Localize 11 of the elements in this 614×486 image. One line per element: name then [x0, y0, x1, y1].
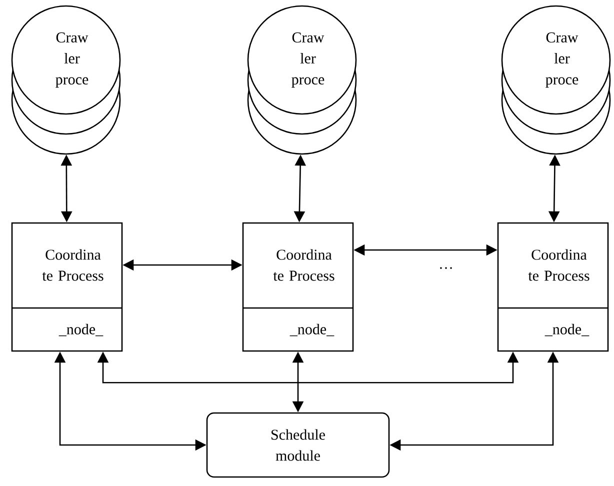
process-box: Coordina te Process _node_ [242, 222, 354, 352]
node-label: Craw [546, 32, 578, 43]
process-box: Coordina te Process _node_ [497, 222, 609, 352]
node-label: Craw [56, 32, 88, 43]
module-box: Schedule module [206, 412, 390, 478]
process-stack: Craw ler proce [501, 5, 611, 155]
process-stack: Craw ler proce [11, 5, 121, 155]
node-label: Craw [292, 32, 324, 43]
ellipsis-label: … [440, 267, 452, 269]
process-box: Coordina te Process _node_ [11, 222, 123, 352]
process-stack: Craw ler proce [247, 5, 357, 155]
